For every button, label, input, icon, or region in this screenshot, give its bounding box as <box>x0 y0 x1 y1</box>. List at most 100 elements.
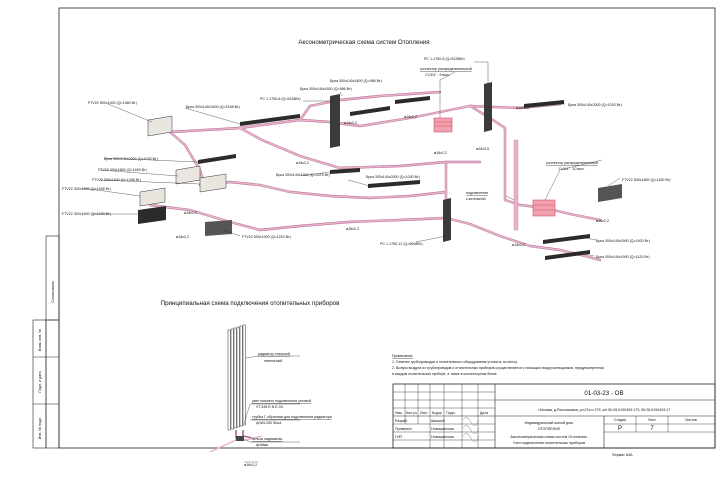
label-d16-j: ø16х2,2 <box>512 243 525 247</box>
label-d16-a: ø16х2,2 <box>516 106 529 110</box>
stamp-r3-name: Новошинская <box>431 435 454 439</box>
label-d16-b: ø16х2,2 <box>404 115 417 119</box>
stamp-h-izm: Изм. <box>395 411 403 415</box>
principle-scheme: радиатор стальной панельный узел нижнего… <box>209 324 332 467</box>
principle-title: Принципиальная схема подключения отопите… <box>161 300 340 307</box>
leader-lines <box>81 61 621 257</box>
convector-briz-1900 <box>330 168 360 174</box>
label-rad: радиатор стальной <box>258 352 290 356</box>
stamp-format: Формат А3А <box>612 453 633 457</box>
label-ftv-1600b: FTV22 300х1600 (Q=1490 Вт) <box>62 212 111 216</box>
label-briz-1900: Бриз 300х140х1900 (Q=2475 Вт) <box>276 173 330 177</box>
stamp-object-sub: ОТОПЛЕНИЕ <box>538 427 561 431</box>
label-riser-sub: к котельной <box>466 197 486 201</box>
note-1: 1. Отметки трубопроводов и отопительного… <box>392 360 518 364</box>
label-d16-f: ø16х2,2 <box>184 211 197 215</box>
label-ftv-1600a: FTV22 300х1600 (Q=1498 Вт) <box>62 187 111 191</box>
stamp-address: г.Москва, д.Рассказовка, ул.27а и 27б, к… <box>538 408 670 412</box>
label-valve-a: узел нижнего подключения угловой <box>252 399 311 403</box>
label-collector-top: коллектор распределительный <box>420 67 472 71</box>
stamp-r1-role: Разраб. <box>395 419 408 423</box>
riser-boiler <box>513 139 519 231</box>
label-d16-c: ø16х2,2 <box>344 121 357 125</box>
label-valve-b: VT.345.R.N.E.04 <box>256 405 283 409</box>
side-podp-data: Подп. и дата <box>38 371 42 392</box>
label-tube-b: ф16/L250 Stout <box>256 421 281 425</box>
convector-briz-1600b <box>395 96 430 104</box>
radiator-ftv-1800 <box>175 165 201 185</box>
stamp-h-stadia: Стадия <box>614 418 626 422</box>
label-d16-i: ø16х2,2 <box>176 235 189 239</box>
convector-briz-1900b <box>545 250 590 260</box>
side-vzam: Взам. инв. № <box>38 329 42 351</box>
stamp-code: 01-03-23 - ОВ <box>584 390 623 397</box>
riser-pc-mid <box>330 94 340 148</box>
convector-briz-2000-top <box>524 100 564 108</box>
label-pc-top: РС 1-1750-8 (Q=5128Вт) <box>424 57 465 61</box>
label-ftv-1800: FTV22 300х1800 (Q=1493 Вт) <box>98 168 147 172</box>
label-briz-1600a: Бриз 300х140х1600 (Q=986 Вт) <box>330 79 382 83</box>
label-rad-sub: панельный <box>264 359 282 363</box>
stamp-r1-name: Шишкей <box>431 419 445 423</box>
label-briz-2000-top: Бриз 300х140х2000 (Q=1030 Вт) <box>568 103 622 107</box>
stamp-r2-name: Новошинская <box>431 427 454 431</box>
stamp-content-a: Аксонометрическая схема систем Отопления… <box>510 435 587 439</box>
stamp-object: Индивидуальный жилой дом. <box>524 421 573 425</box>
note-head: Примечания: <box>392 354 413 358</box>
stamp-h-ndok: №док. <box>432 411 443 415</box>
label-pc-mid: РС 1-1750-8 (Q=5128Вт) <box>260 97 301 101</box>
label-d25: ø25х3,5 <box>476 147 489 151</box>
signature-3 <box>462 433 480 442</box>
label-sleeve-a: гильза надвижная <box>252 437 282 441</box>
radiator-ftv-500 <box>205 220 232 236</box>
side-inv-podl: Инв. № подл. <box>38 417 42 439</box>
stamp-stadia: Р <box>618 426 622 432</box>
collector-right <box>532 199 556 217</box>
stamp-h-kol: Кол.уч <box>406 411 417 415</box>
panel-radiator <box>227 324 246 431</box>
label-ftv-right: FTV22 500х1800 (Q=1160 Вт) <box>622 178 671 182</box>
stamp-h-data: Дата <box>480 411 488 415</box>
label-d16-g: ø16х2,2 <box>596 219 609 223</box>
notes: Примечания: 1. Отметки трубопроводов и о… <box>392 354 604 376</box>
label-ftv-500: FTV22 500х1000 (Q=1210 Вт) <box>242 235 291 239</box>
label-d16-d: ø16х2,2 <box>434 151 447 155</box>
stamp-h-sheets: Листов <box>685 418 697 422</box>
label-briz-1600b: Бриз 300х140х1600 (Q=986 Вт) <box>300 87 352 91</box>
radiator-ftv-top-left <box>147 115 173 137</box>
label-sleeve-b: ф16мм. <box>256 443 269 447</box>
label-ftv-top-left: FTV22 500х1000 (Q=1360 Вт) <box>88 101 137 105</box>
label-briz-3400: Бриз 300х140х3400 (Q=2168 Вт) <box>186 105 240 109</box>
label-ftv-1400: FTV22 300х1400 (Q=1256 Вт) <box>92 178 141 182</box>
signature-1 <box>462 417 480 426</box>
radiator-ftv-1600b <box>138 206 166 224</box>
radiators <box>138 82 622 260</box>
convector-briz-1600a <box>350 106 390 116</box>
sheet-frame <box>58 7 716 449</box>
note-2: 2. Выпуск воздуха из трубопроводов и ото… <box>392 366 604 370</box>
label-collector-right: коллектор распределительный <box>546 161 598 165</box>
convector-briz-2000-center <box>368 180 420 188</box>
label-collector-top-sub: 1"х3/4" - 9 вых. <box>425 73 450 77</box>
convector-briz-2900 <box>543 234 590 244</box>
label-riser: подключение <box>466 191 488 195</box>
convector-briz-3400 <box>240 114 300 126</box>
label-collector-right-sub: 1"х3/4" - 10 вых. <box>558 167 585 171</box>
side-soglas: Согласовано <box>51 281 55 303</box>
stamp-content-b: Узел подключения отопительных приборов <box>513 441 585 445</box>
signature-2 <box>462 425 480 434</box>
valve-block <box>236 436 244 441</box>
radiator-ftv-1400 <box>199 173 227 193</box>
stamp-h-podp: Подп. <box>446 411 456 415</box>
title-block: 01-03-23 - ОВ г.Москва, д.Рассказовка, у… <box>392 383 716 449</box>
stamp-h-sheet: Лист <box>648 418 656 422</box>
radiator-ftv-1600a <box>139 187 166 207</box>
label-pc-bottom: РС 1-1750-12 (Q=6908Вт) <box>380 242 423 246</box>
left-side-strips: Согласовано Взам. инв. № Подп. и дата Ин… <box>32 235 60 449</box>
collector-top <box>433 117 453 133</box>
stamp-sheet: 7 <box>650 426 654 432</box>
label-tube-a: трубка Г-образная для подключения радиат… <box>252 415 332 419</box>
label-d16-e: ø16х2,2 <box>296 161 309 165</box>
